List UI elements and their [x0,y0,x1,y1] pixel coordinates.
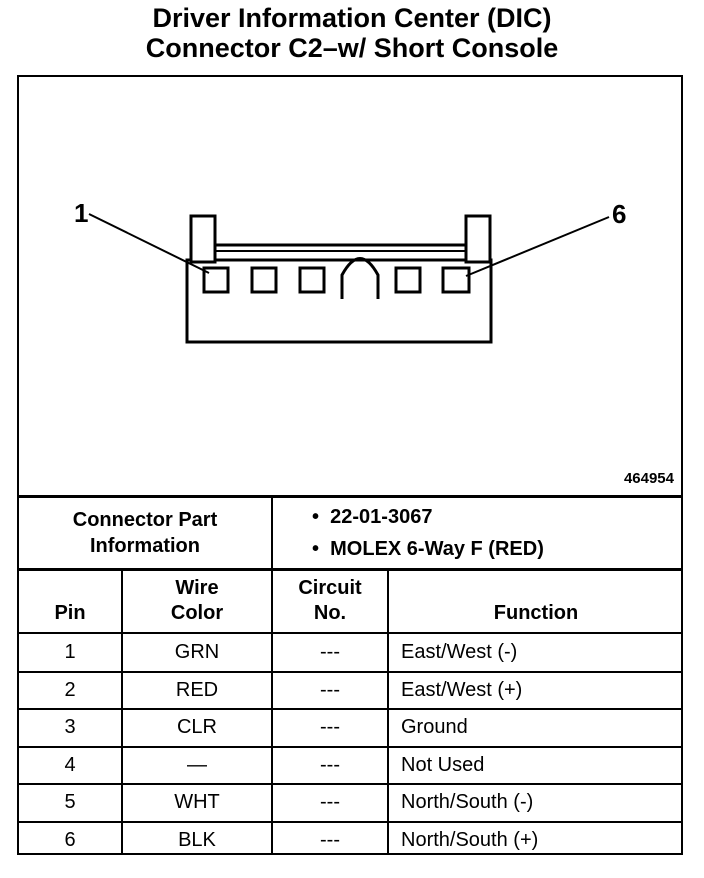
diagram-title-line2: Connector C2–w/ Short Console [145,33,559,63]
cell-function: East/West (+) [401,678,523,701]
cell-pin: 3 [64,716,76,738]
header-circuit-line2: No. [313,602,347,624]
pin-label-1: 1 [74,198,88,228]
col-divider-3 [387,570,389,855]
figure-id: 464954 [623,470,674,487]
pin-label-6: 6 [612,199,626,229]
part-info-label: Connector Part Information [19,498,271,568]
pin-cavity-6 [441,266,471,294]
part-info-item: • 22-01-3067 [312,506,432,529]
cell-circuit: --- [320,753,340,776]
cell-wire-color: BLK [178,828,216,851]
polarizing-key [340,257,380,299]
connector-frame [17,75,683,855]
cell-circuit: --- [320,716,340,738]
part-info-label-line2: Information [90,535,200,557]
part-info-label-line1: Connector Part [72,509,218,531]
cell-function: East/West (-) [401,641,518,663]
cell-pin: 4 [64,753,76,776]
cell-wire-color: — [187,753,207,776]
header-circuit: Circuit No. [273,576,387,626]
row-divider [17,708,683,710]
header-wire-line1: Wire [175,577,219,599]
part-info-item: • MOLEX 6-Way F (RED) [312,538,544,561]
header-pin: Pin [54,602,86,624]
cell-wire-color: GRN [174,641,220,663]
col-divider-2 [271,570,273,855]
part-number: 22-01-3067 [330,506,433,528]
cell-function: Not Used [401,753,485,776]
cell-wire-color: CLR [176,716,217,738]
pin-cavity-3 [298,266,326,294]
section-divider [17,495,683,498]
cell-pin: 6 [64,828,76,851]
bullet-icon: • [312,506,320,528]
cell-circuit: --- [320,641,340,663]
left-tab [189,214,217,264]
cell-circuit: --- [320,791,340,813]
diagram-title-line1: Driver Information Center (DIC) [152,3,552,33]
pin-cavity-5 [394,266,422,294]
leader-line-6 [465,216,610,277]
row-divider [17,783,683,785]
col-divider-1 [121,570,123,855]
cell-circuit: --- [320,828,340,851]
pin-cavity-2 [250,266,278,294]
cell-pin: 1 [64,641,76,663]
cell-function: North/South (+) [401,828,539,851]
right-tab [464,214,492,264]
cell-wire-color: WHT [174,791,220,813]
bullet-icon: • [312,538,320,560]
header-function: Function [493,602,579,624]
header-divider [17,632,683,634]
cell-function: North/South (-) [401,791,534,813]
header-circuit-line1: Circuit [298,577,362,599]
connector-drawing: 1 6 [74,198,626,344]
row-divider [17,745,683,748]
part-info-divider [271,495,273,570]
cell-pin: 5 [64,791,76,813]
leader-line-1 [88,213,210,274]
cell-pin: 2 [64,678,76,701]
cell-wire-color: RED [175,678,219,701]
header-wire-color: Wire Color [123,576,271,626]
cell-function: Ground [401,716,468,738]
connector-body [185,258,493,344]
cell-circuit: --- [320,678,340,701]
header-wire-line2: Color [170,602,224,624]
part-description: MOLEX 6-Way F (RED) [330,538,544,560]
row-divider [17,670,683,673]
table-top-divider [17,568,683,571]
row-divider [17,820,683,823]
